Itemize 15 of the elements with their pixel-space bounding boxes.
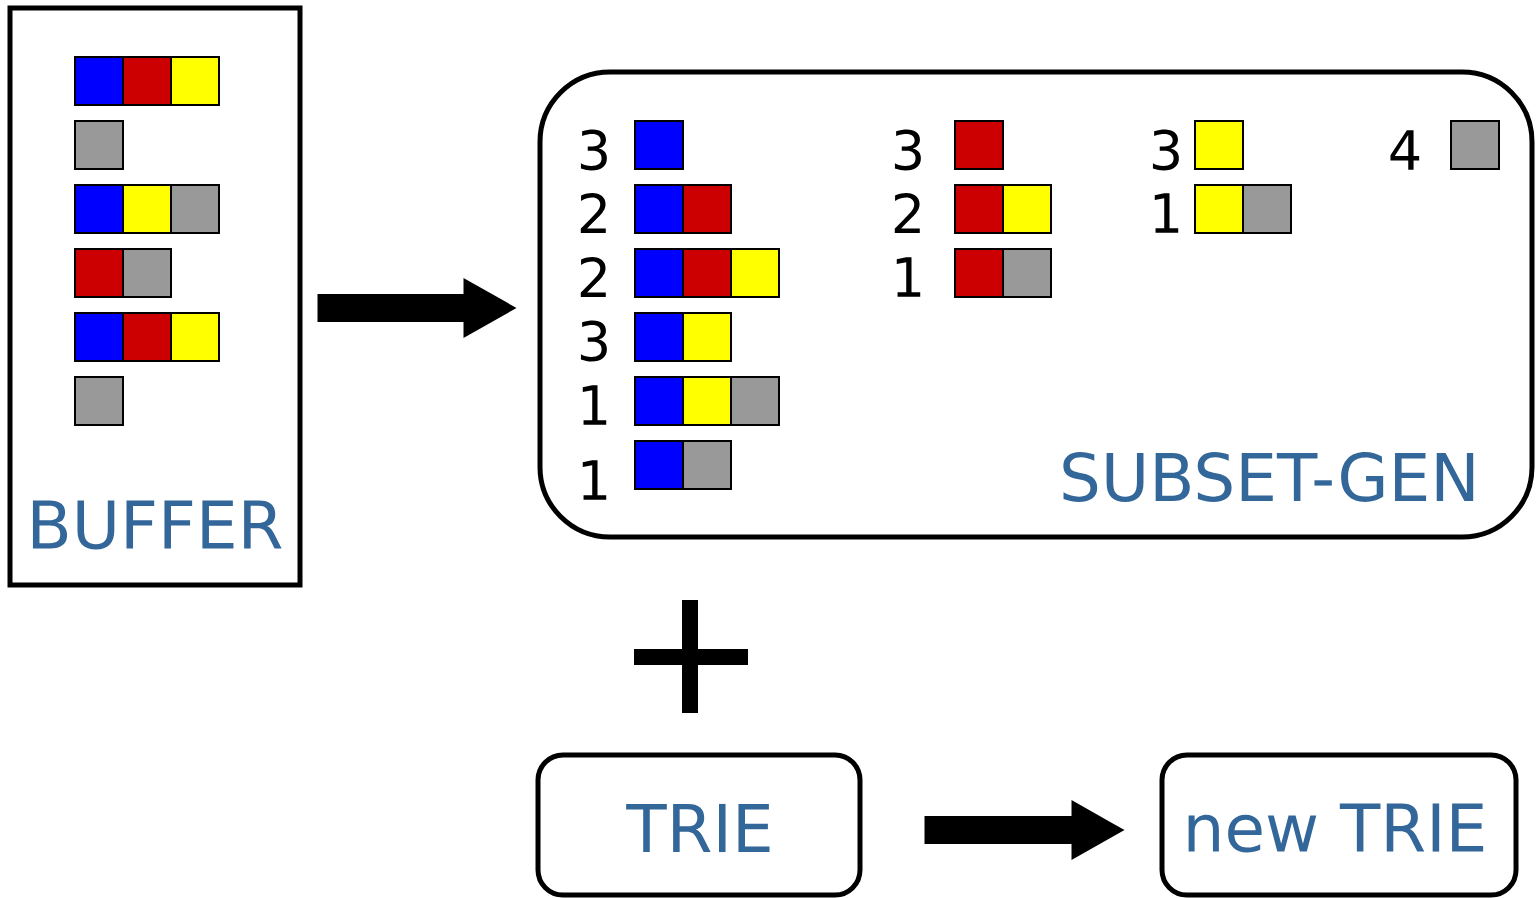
count-number: 3 (580, 129, 607, 171)
count-number: 1 (896, 257, 921, 297)
count-number: 1 (582, 385, 607, 425)
box: BUFFER (7, 5, 303, 588)
count-number: 4 (1390, 130, 1420, 170)
count-number: 2 (580, 256, 606, 298)
count-number: 3 (894, 129, 921, 171)
count-number: 1 (582, 460, 607, 500)
count-number: 1 (1154, 193, 1179, 233)
count-number: 2 (580, 192, 606, 234)
rounded-box: new TRIE (1159, 752, 1519, 898)
count-number: 3 (1152, 129, 1179, 171)
count-number: 3 (580, 320, 607, 362)
count-number: 2 (894, 192, 920, 234)
rounded-box: TRIE (535, 752, 863, 898)
